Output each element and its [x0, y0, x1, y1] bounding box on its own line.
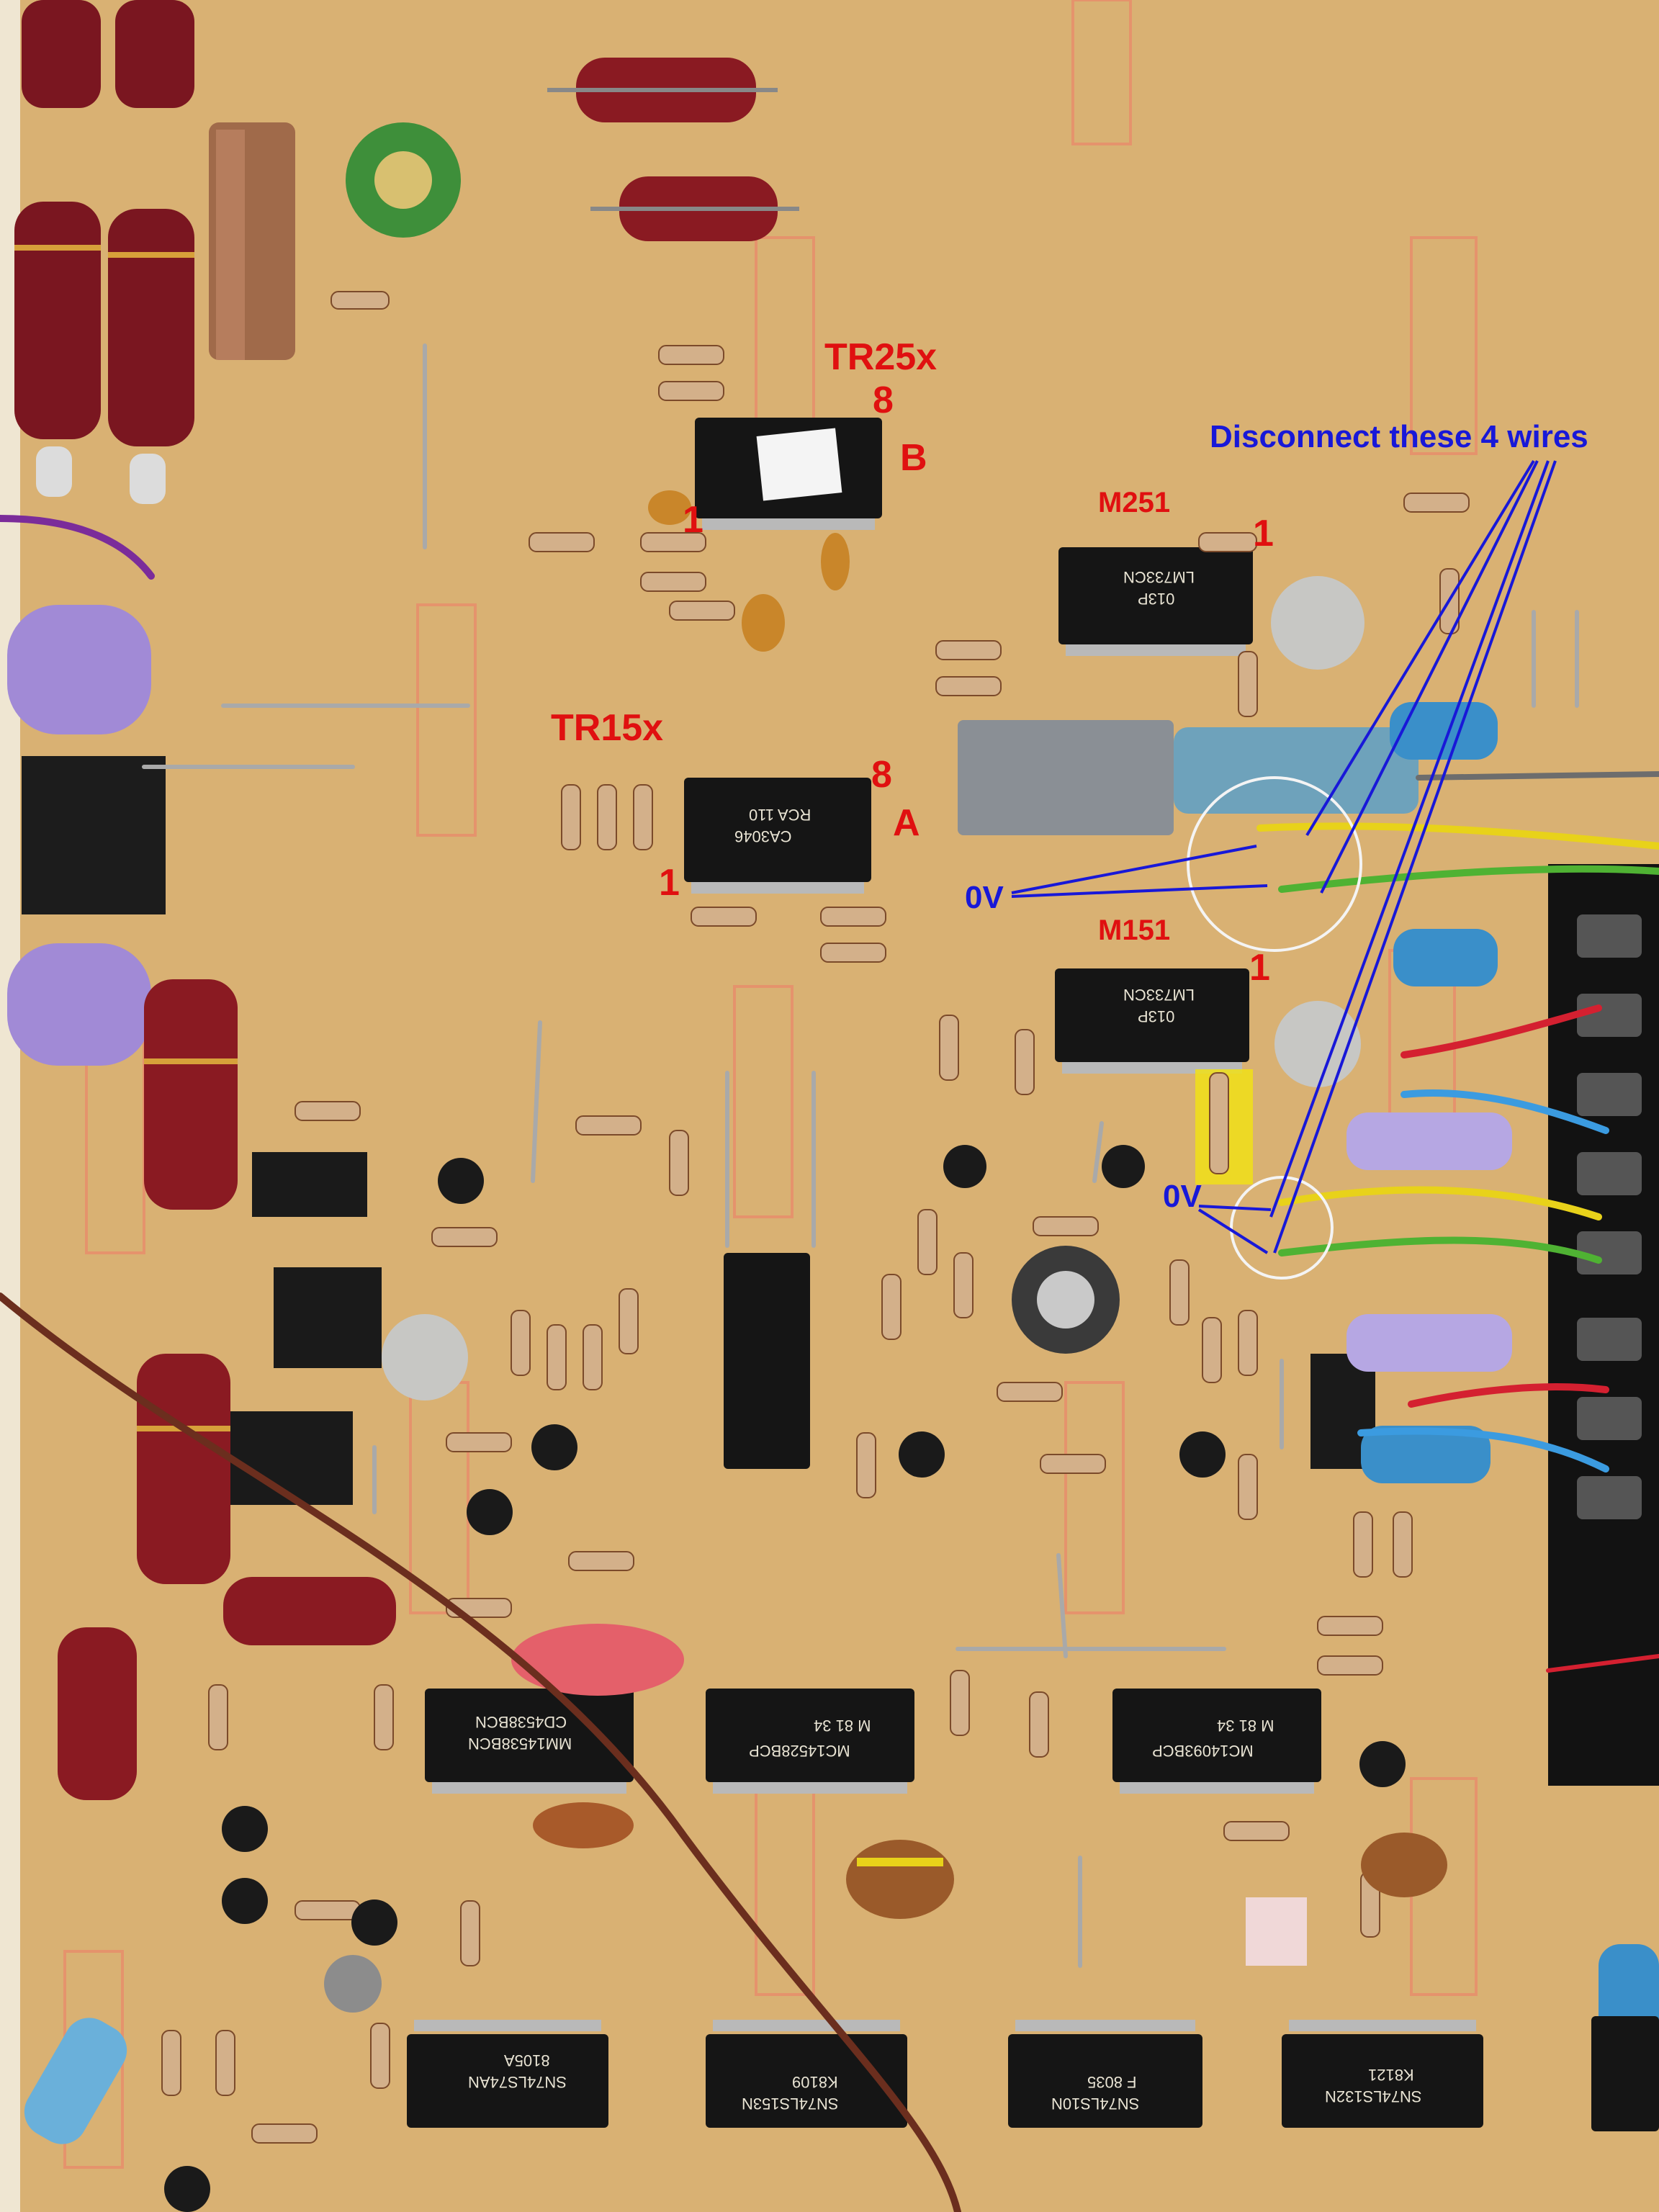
ceramic-caps: [511, 490, 1447, 1966]
transistors: [164, 1145, 1406, 2212]
highlight-circle-upper: [1187, 776, 1362, 952]
top-power-resistors: [547, 58, 799, 241]
chip-text-sn74ls132: SN74LS132N: [1325, 2087, 1422, 2105]
label-disconnect-note: Disconnect these 4 wires: [1210, 419, 1588, 454]
label-tr25x: TR25x: [824, 336, 938, 378]
label-tr15x-pin1: 1: [659, 862, 680, 904]
ic-ca3046: [684, 778, 871, 882]
label-tr15x-pin8: 8: [871, 754, 892, 796]
ic-sn74ls74: [407, 2034, 608, 2128]
ic-lm733-upper: [1058, 547, 1253, 644]
relay: [958, 720, 1174, 835]
chip-text-lm733-upper-line2: 013P: [1138, 590, 1175, 608]
chip-text-lm733-upper: LM733CN: [1123, 568, 1195, 586]
vertical-resistors: [161, 568, 1460, 2096]
ic-sn74ls132: [1282, 2034, 1483, 2128]
chip-text-mc14093-line2: M 81 34: [1217, 1717, 1274, 1735]
ic-mc14093: [1112, 1689, 1321, 1782]
label-0v-upper: 0V: [965, 880, 1004, 915]
chip-text-cd4538: CD4538BCN: [475, 1713, 567, 1731]
chip-text-sn74ls74-line2: 8105A: [504, 2051, 550, 2069]
chip-text-lm733-lower-line2: 013P: [1138, 1007, 1175, 1025]
chip-sticker: [756, 428, 842, 501]
label-tr25x-pin8: 8: [873, 379, 894, 421]
label-0v-lower: 0V: [1163, 1179, 1202, 1214]
label-tr25x-b: B: [900, 437, 927, 479]
chip-text-sn74ls74: SN74LS74AN: [468, 2073, 567, 2091]
chip-text-sn74ls153-line2: K8109: [792, 2073, 838, 2091]
ic-packages: [407, 418, 1659, 2131]
trim-pots: [382, 576, 1364, 1401]
chip-text-ca3046-line2: RCA 110: [749, 806, 811, 824]
ic-center: [724, 1253, 810, 1469]
annotation-pointer-lines: [1011, 459, 1557, 1254]
metal-can-transistor: [324, 1955, 382, 2013]
label-m151-pin1: 1: [1249, 947, 1270, 989]
chip-text-mc14528: MC14528BCP: [749, 1742, 850, 1760]
ic-lm733-lower: [1055, 968, 1249, 1062]
power-resistors-topleft: [14, 0, 295, 504]
regulators: [230, 1152, 1375, 1505]
label-tr25x-pin1: 1: [683, 499, 703, 541]
left-electrolytics: [7, 605, 166, 1066]
chip-text-ca3046: CA3046: [734, 827, 792, 845]
chip-text-mc14093: MC14093BCP: [1152, 1742, 1254, 1760]
chip-text-sn74ls153: SN74LS153N: [742, 2095, 839, 2113]
chip-text-lm733-lower: LM733CN: [1123, 986, 1195, 1004]
ic-mc14528: [706, 1689, 914, 1782]
chip-text-sn74ls132-line2: K8121: [1368, 2066, 1414, 2084]
chip-text-cd4538-line2: MM14538BCN: [468, 1735, 572, 1753]
label-tr15x: TR15x: [551, 707, 664, 749]
label-m251-pin1: 1: [1253, 513, 1274, 554]
highlight-circle-lower: [1230, 1176, 1334, 1280]
label-m251: M251: [1098, 487, 1171, 518]
wire-links: [142, 343, 1579, 1968]
ic-pins: [414, 518, 1476, 2031]
label-tr15x-a: A: [893, 802, 920, 844]
small-resistors: [251, 291, 1470, 2144]
chip-text-sn74ls10-line2: F 8035: [1087, 2073, 1137, 2091]
label-m151: M151: [1098, 914, 1171, 946]
chip-text-mc14528-line2: M 81 34: [814, 1717, 871, 1735]
ic-sn74ls10: [1008, 2034, 1202, 2128]
chip-text-sn74ls10: SN74LS10N: [1051, 2095, 1140, 2113]
wires: [0, 515, 1659, 2212]
